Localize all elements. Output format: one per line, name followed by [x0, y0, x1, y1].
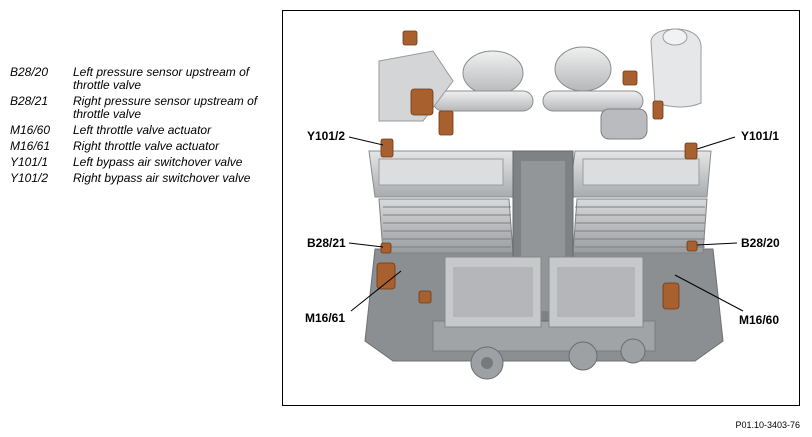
- intake-pipe: [542, 90, 644, 112]
- tank-cap: [662, 28, 688, 46]
- legend-code: M16/61: [10, 139, 51, 153]
- legend-row: M16/60 Left throttle valve actuator: [10, 124, 272, 137]
- callout-y101-2: Y101/2: [307, 129, 346, 143]
- legend-row: M16/61 Right throttle valve actuator: [10, 140, 272, 153]
- legend-row: B28/21 Right pressure sensor upstream of…: [10, 95, 272, 121]
- m16-60-actuator: [662, 282, 680, 310]
- legend-code: M16/60: [10, 123, 51, 137]
- leader-lines: [348, 136, 744, 312]
- legend-code: Y101/1: [10, 155, 49, 169]
- right-cooling-fins: [572, 198, 708, 254]
- callout-y101-1: Y101/1: [741, 129, 780, 143]
- legend-row: Y101/2 Right bypass air switchover valve: [10, 172, 272, 185]
- legend-row: B28/20 Left pressure sensor upstream of …: [10, 66, 272, 92]
- legend-code: B28/21: [10, 94, 49, 108]
- turbocharger: [462, 50, 524, 96]
- legend-row: Y101/1 Left bypass air switchover valve: [10, 156, 272, 169]
- left-manifold-cover: [378, 158, 504, 186]
- b28-20-sensor: [686, 240, 698, 252]
- y101-1-valve: [684, 142, 698, 160]
- pulley: [568, 341, 598, 371]
- intake-pipe: [432, 90, 534, 112]
- left-cooling-fins: [378, 198, 514, 254]
- coolant-expansion-tank: [650, 28, 702, 108]
- connector: [622, 70, 638, 86]
- connector: [438, 110, 454, 136]
- sensor-housing: [600, 108, 648, 140]
- callout-m16-61: M16/61: [305, 311, 346, 325]
- legend-description: Right bypass air switchover valve: [73, 171, 251, 185]
- b28-21-sensor: [380, 242, 392, 254]
- legend-description: Left pressure sensor upstream of throttl…: [73, 65, 250, 92]
- figure-reference: P01.10-3403-76: [735, 420, 800, 430]
- legend-code: Y101/2: [10, 171, 49, 185]
- legend-code: B28/20: [10, 65, 49, 79]
- connector: [410, 88, 434, 116]
- legend-description: Left bypass air switchover valve: [73, 155, 243, 169]
- legend-description: Right throttle valve actuator: [73, 139, 220, 153]
- m16-61-actuator: [376, 262, 396, 290]
- legend-description: Left throttle valve actuator: [73, 123, 212, 137]
- pulley: [620, 338, 646, 364]
- component-legend: B28/20 Left pressure sensor upstream of …: [10, 66, 272, 188]
- engine-figure: Y101/2 Y101/1 B28/21 B28/20 M16/61 M16/6…: [282, 10, 800, 406]
- turbocharger: [554, 46, 612, 92]
- callout-b28-20: B28/20: [741, 236, 780, 250]
- connector: [402, 30, 418, 46]
- callout-b28-21: B28/21: [307, 236, 346, 250]
- legend-description: Right pressure sensor upstream of thrott…: [73, 94, 258, 121]
- engine-illustration: [348, 28, 744, 380]
- y101-2-valve: [380, 138, 394, 158]
- right-manifold-cover: [582, 158, 700, 186]
- left-valve-cover-pipes: [378, 50, 454, 122]
- connector: [652, 100, 664, 120]
- connector: [418, 290, 432, 304]
- callout-m16-60: M16/60: [739, 313, 780, 327]
- highlighted-components: [376, 30, 698, 310]
